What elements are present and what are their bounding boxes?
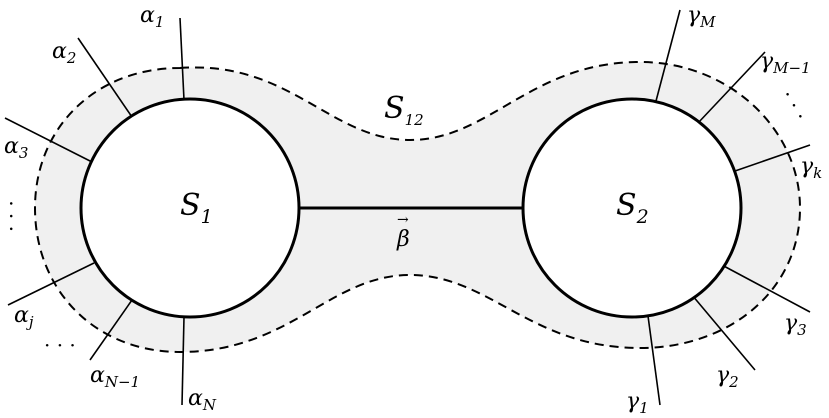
leg-gamma-1 xyxy=(647,315,661,406)
right-legs xyxy=(647,9,811,406)
sphere-s2 xyxy=(521,97,743,319)
label-gamma-3: γ3 xyxy=(784,311,807,339)
leg-gamma-k xyxy=(734,144,811,172)
label-gamma-1: γ1 xyxy=(626,389,649,417)
label-gamma-m: γM xyxy=(687,3,716,31)
connector-beta-label: → β xyxy=(396,212,410,252)
label-alpha-2: α2 xyxy=(52,39,76,67)
ellipsis-left-vertical: · · · xyxy=(0,200,23,232)
leg-gamma-2 xyxy=(691,294,756,371)
label-alpha-j: αj xyxy=(14,303,34,331)
region-label: S12 xyxy=(384,91,424,129)
sphere-s1 xyxy=(79,97,301,319)
gamma-labels: γM γM−1 γk γ3 γ2 γ1 xyxy=(626,3,822,417)
leg-gamma-3 xyxy=(719,263,811,313)
sphere-s1-label: S1 xyxy=(180,188,213,228)
connector-beta-arrow: → xyxy=(397,212,409,228)
leg-alpha-n xyxy=(181,316,185,406)
leg-gamma-m-1 xyxy=(697,51,766,124)
label-gamma-k: γk xyxy=(800,154,822,182)
ellipsis-left-bottom: · · · xyxy=(44,333,76,357)
sphere-s2-label: S2 xyxy=(616,188,649,228)
label-alpha-n-1: αN−1 xyxy=(90,363,140,391)
ellipsis-right-top: · · · xyxy=(776,86,813,126)
leg-alpha-n-1 xyxy=(89,299,133,361)
leg-alpha-1 xyxy=(179,17,185,101)
label-gamma-2: γ2 xyxy=(716,363,739,391)
alpha-labels: α1 α2 α3 αj αN−1 αN xyxy=(4,3,217,414)
leg-alpha-2 xyxy=(77,37,133,118)
leg-alpha-j xyxy=(7,262,95,306)
left-legs xyxy=(4,17,185,406)
label-gamma-m-1: γM−1 xyxy=(760,49,811,77)
label-alpha-1: α1 xyxy=(140,3,164,31)
label-alpha-n: αN xyxy=(188,386,217,414)
ellipsis-right-bottom: · · · xyxy=(818,225,829,259)
leg-alpha-3 xyxy=(4,117,95,164)
leg-gamma-m xyxy=(655,9,681,102)
label-alpha-3: α3 xyxy=(4,134,28,162)
connector-beta-text: β xyxy=(396,227,410,252)
